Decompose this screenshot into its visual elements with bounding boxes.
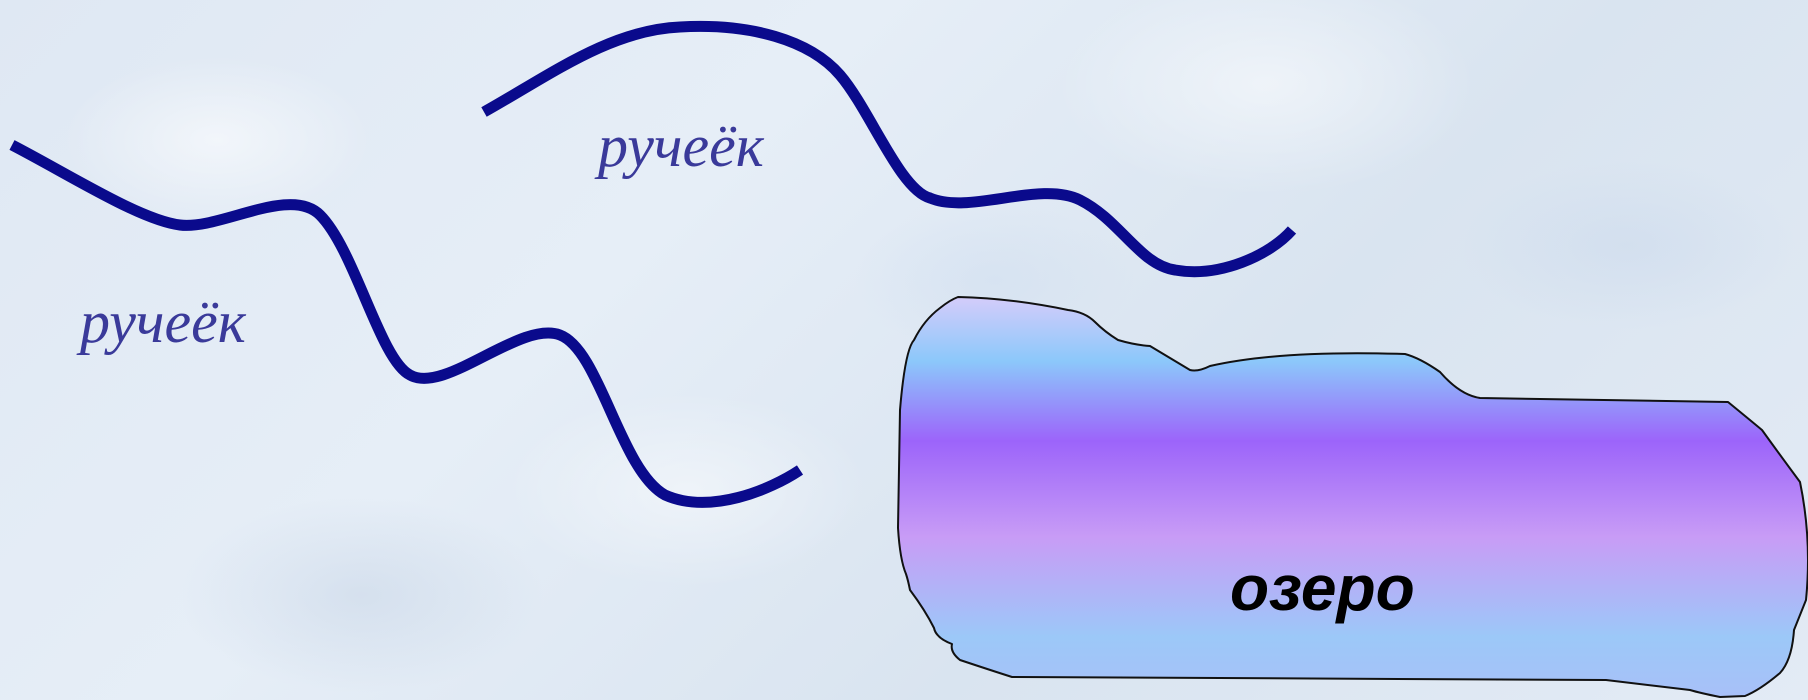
stream-label-right: ручеёк [598,113,764,179]
stream-right-line [481,20,1297,278]
lake-label: озеро [1230,552,1415,624]
stream-left-line [9,140,804,508]
stream-label-left: ручеёк [80,289,246,355]
lake-shape [897,296,1808,698]
